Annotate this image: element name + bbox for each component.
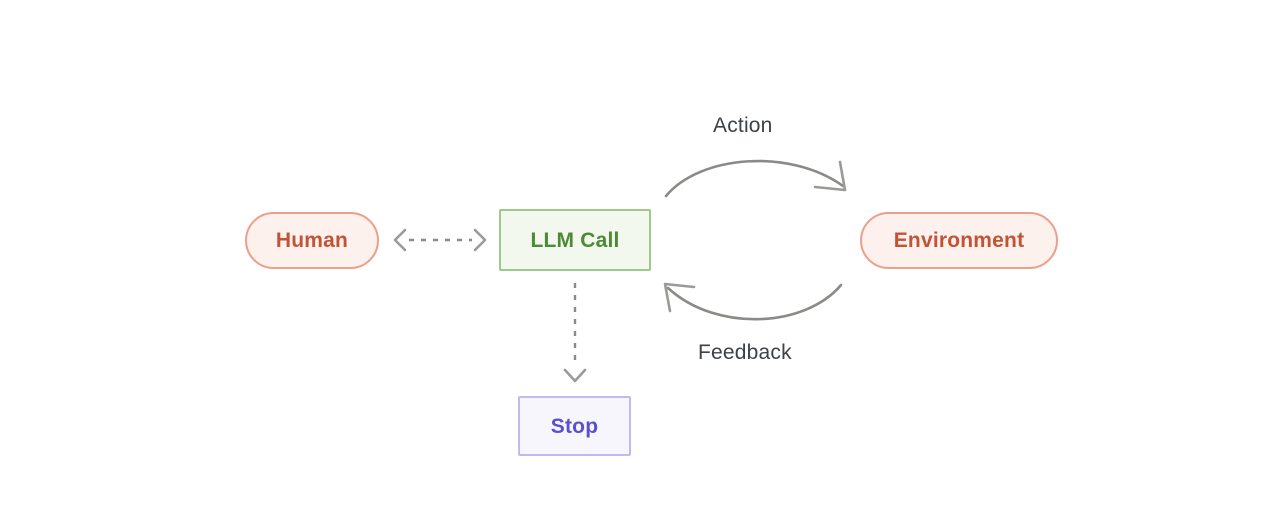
human-llm-left-chevron-icon (393, 228, 407, 252)
node-stop[interactable]: Stop (518, 396, 631, 456)
node-stop-label: Stop (550, 414, 599, 438)
edge-label-action: Action (713, 114, 773, 137)
node-human[interactable]: Human (245, 212, 379, 269)
edge-llm-stop (563, 283, 587, 383)
edge-action (664, 159, 847, 198)
node-llm-call[interactable]: LLM Call (499, 209, 651, 271)
human-llm-right-chevron-icon (473, 228, 487, 252)
feedback-arc-path (666, 283, 843, 321)
edge-label-feedback: Feedback (698, 341, 792, 364)
llm-stop-arrowhead-icon (563, 368, 587, 383)
edge-human-llm (393, 228, 487, 252)
action-arc-path (664, 159, 845, 198)
node-llm-call-label: LLM Call (530, 228, 620, 252)
node-environment-label: Environment (893, 229, 1025, 252)
node-human-label: Human (275, 229, 349, 252)
node-environment[interactable]: Environment (860, 212, 1058, 269)
edge-feedback (663, 282, 843, 321)
feedback-arrowhead-icon (663, 282, 696, 313)
action-arrowhead-icon (813, 160, 847, 192)
